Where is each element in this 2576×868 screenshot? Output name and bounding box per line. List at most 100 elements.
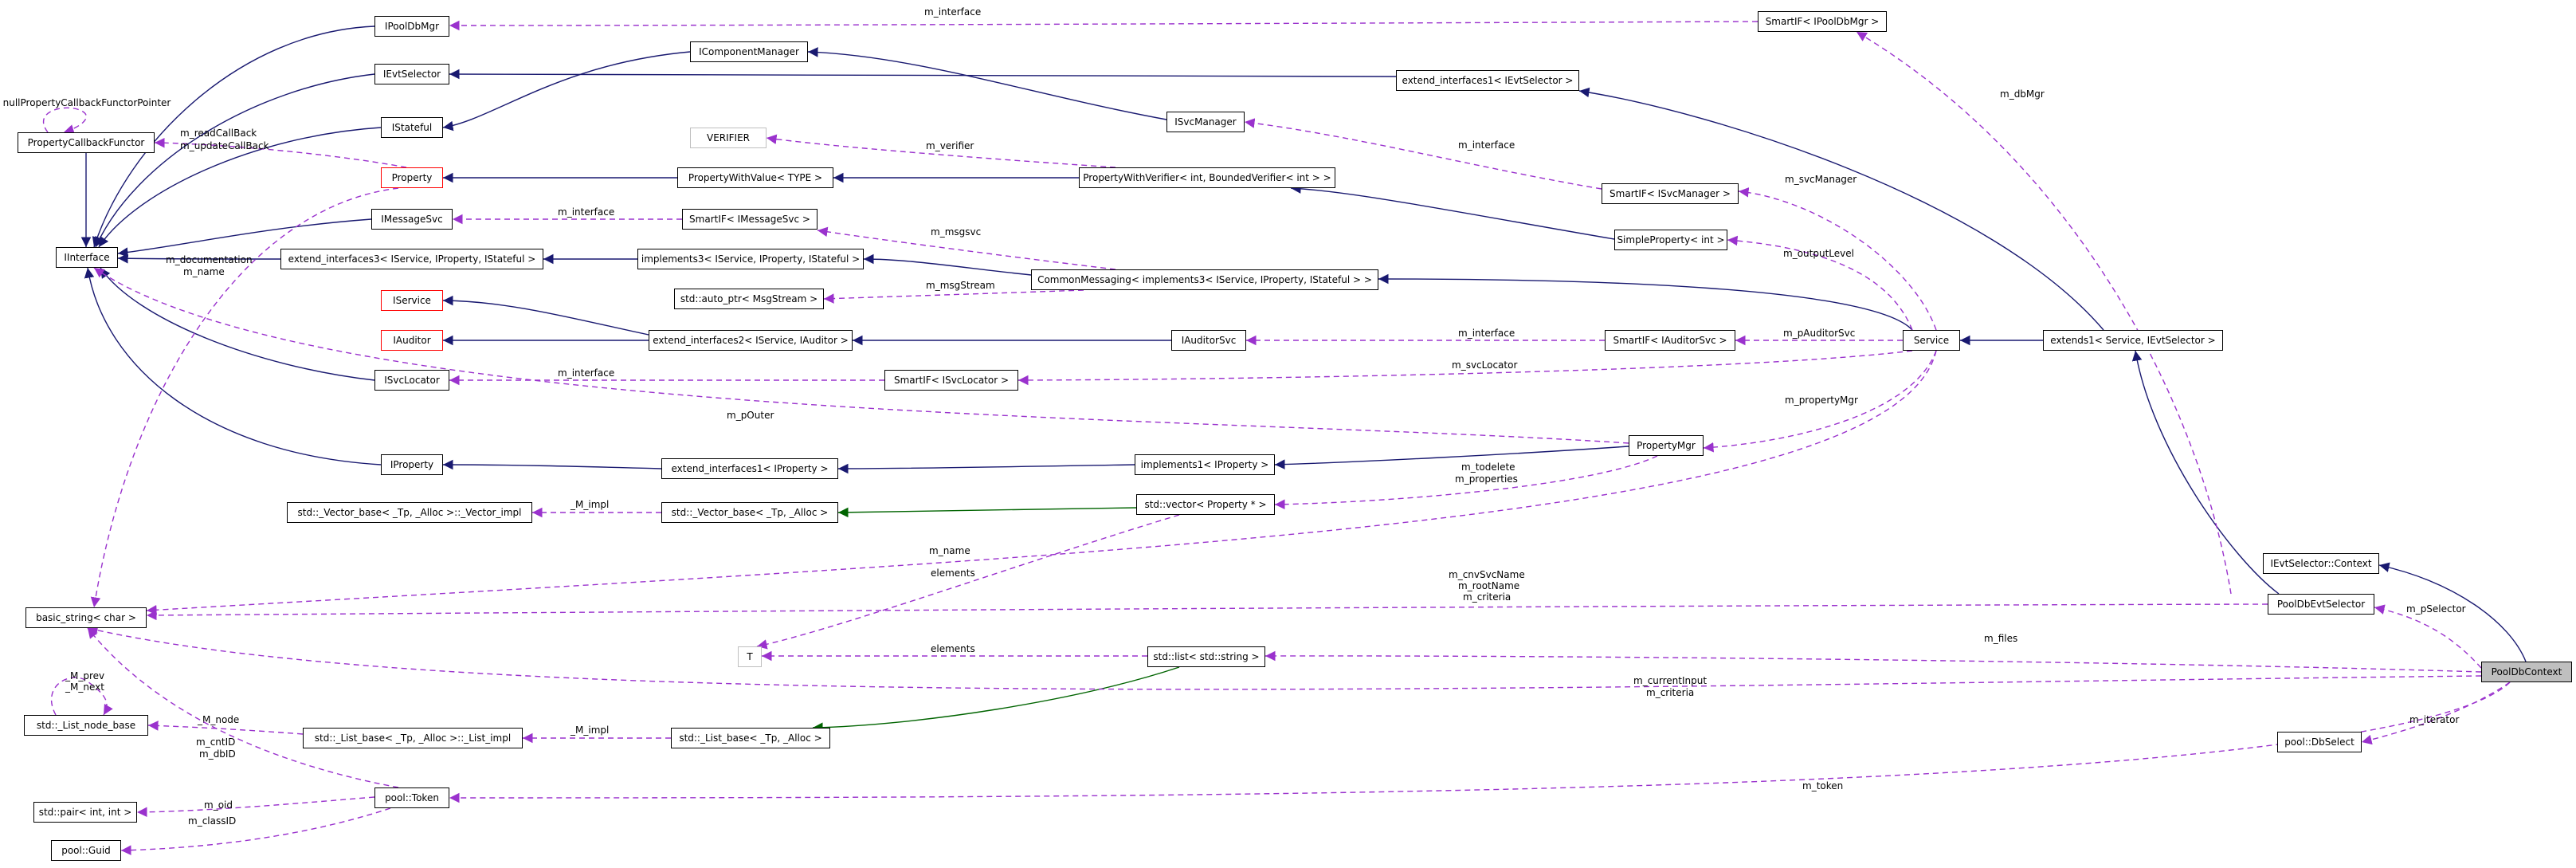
edge-label-m-propertymgr: m_propertyMgr xyxy=(1785,395,1858,406)
node-ievtselector-context[interactable]: IEvtSelector::Context xyxy=(2263,553,2379,574)
node-t[interactable]: T xyxy=(738,646,762,667)
node-list-base[interactable]: std::_List_base< _Tp, _Alloc > xyxy=(671,728,830,748)
node-service[interactable]: Service xyxy=(1903,330,1960,351)
node-propertywithverifier[interactable]: PropertyWithVerifier< int, BoundedVerifi… xyxy=(1079,167,1335,188)
node-extend-interfaces1-iproperty[interactable]: extend_interfaces1< IProperty > xyxy=(661,458,838,479)
edge-label-m-interface-poolmgr: m_interface xyxy=(924,6,981,18)
node-iauditorsvc[interactable]: IAuditorSvc xyxy=(1171,330,1246,351)
edge-label-m-pselector: m_pSelector xyxy=(2406,603,2466,615)
edge-pooldbevtselector-to-extends1 xyxy=(2131,350,2280,595)
edge-label-m-interface-svcmgr: m_interface xyxy=(1458,139,1515,151)
edge-label-m-criteria-sel: m_criteria xyxy=(1463,591,1511,603)
edge-use-pouter xyxy=(93,267,1629,444)
node-list-node-base[interactable]: std::_List_node_base xyxy=(24,715,148,736)
edge-use-propertymgr xyxy=(1703,350,1937,453)
edge-label-m-name-property: m_name xyxy=(183,266,225,277)
node-smartif-isvclocator[interactable]: SmartIF< ISvcLocator > xyxy=(884,370,1018,391)
edge-use-cnvsvc-root-criteria xyxy=(146,603,2268,621)
node-pool-guid[interactable]: pool::Guid xyxy=(51,840,121,861)
node-property[interactable]: Property xyxy=(381,167,443,188)
edge-use-msgsvc xyxy=(817,226,1116,270)
node-verifier[interactable]: VERIFIER xyxy=(690,128,767,148)
node-extends1[interactable]: extends1< Service, IEvtSelector > xyxy=(2043,330,2223,351)
node-implements1-iproperty[interactable]: implements1< IProperty > xyxy=(1135,454,1275,475)
node-smartif-iauditorsvc[interactable]: SmartIF< IAuditorSvc > xyxy=(1605,330,1735,351)
edge-std-vector-to-vector-base xyxy=(837,507,1137,518)
edge-simpleproperty-to-propertywithverifier xyxy=(1290,183,1615,240)
node-auto-ptr-msgstream[interactable]: std::auto_ptr< MsgStream > xyxy=(674,289,824,309)
node-ievtselector[interactable]: IEvtSelector xyxy=(374,64,449,84)
node-pooldbcontext[interactable]: PoolDbContext xyxy=(2481,662,2572,682)
edge-label-m-interface-msgsvc: m_interface xyxy=(558,206,614,218)
node-std-list-string[interactable]: std::list< std::string > xyxy=(1147,646,1265,667)
node-extend-interfaces2[interactable]: extend_interfaces2< IService, IAuditor > xyxy=(649,330,853,351)
node-propertymgr[interactable]: PropertyMgr xyxy=(1629,435,1704,456)
edge-label-m-documentation: m_documentation xyxy=(166,254,253,265)
edge-extend-interfaces1-to-iproperty xyxy=(442,459,662,470)
edge-label-m-msgstream: m_msgStream xyxy=(926,280,995,291)
edge-label-m-svcmanager: m_svcManager xyxy=(1785,174,1857,185)
edge-ipooldbmgr-to-iinterface xyxy=(92,26,375,248)
node-implements3[interactable]: implements3< IService, IProperty, IState… xyxy=(637,249,864,269)
edge-label-m-prev: _M_prev xyxy=(65,670,104,681)
node-vector-base[interactable]: std::_Vector_base< _Tp, _Alloc > xyxy=(661,502,838,523)
edge-pooldbcontext-to-ievtselector-context xyxy=(2378,562,2527,662)
edge-extend-interfaces2-to-iservice xyxy=(442,295,649,336)
edge-label-m-cnvsvcname: m_cnvSvcName xyxy=(1449,569,1525,580)
node-istateful[interactable]: IStateful xyxy=(381,117,443,138)
edge-use-iterator xyxy=(2361,681,2511,745)
edge-icomponentmanager-to-istateful xyxy=(442,51,691,132)
edge-use-callbacks xyxy=(154,137,407,168)
node-iauditor[interactable]: IAuditor xyxy=(381,330,443,351)
node-std-vector-property[interactable]: std::vector< Property * > xyxy=(1136,494,1275,515)
node-pool-token[interactable]: pool::Token xyxy=(374,787,449,808)
node-vector-impl[interactable]: std::_Vector_base< _Tp, _Alloc >::_Vecto… xyxy=(287,502,532,523)
edge-ievtselector-to-iinterface xyxy=(95,73,375,248)
node-iinterface[interactable]: IInterface xyxy=(56,247,118,268)
node-isvclocator[interactable]: ISvcLocator xyxy=(374,370,449,391)
node-pooldbevtselector[interactable]: PoolDbEvtSelector xyxy=(2268,594,2374,615)
node-pool-dbselect[interactable]: pool::DbSelect xyxy=(2277,732,2362,752)
node-basic-string[interactable]: basic_string< char > xyxy=(25,607,147,628)
node-isvcmanager[interactable]: ISvcManager xyxy=(1166,112,1245,132)
edge-label-m-files: m_files xyxy=(1984,633,2017,644)
edge-iproperty-to-iinterface xyxy=(84,267,382,465)
node-extend-interfaces1-ievtselector[interactable]: extend_interfaces1< IEvtSelector > xyxy=(1396,70,1579,91)
edge-use-smartif-ipooldbmgr xyxy=(449,20,1759,31)
node-smartif-isvcmanager[interactable]: SmartIF< ISvcManager > xyxy=(1602,183,1739,204)
edge-isvcmanager-to-icomponentmanager xyxy=(807,47,1167,120)
node-propertywithvalue[interactable]: PropertyWithValue< TYPE > xyxy=(677,167,833,188)
node-commonmessaging[interactable]: CommonMessaging< implements3< IService, … xyxy=(1031,269,1378,290)
node-extend-interfaces3[interactable]: extend_interfaces3< IService, IProperty,… xyxy=(280,249,543,269)
node-ipooldbmgr[interactable]: IPoolDbMgr xyxy=(374,16,449,37)
node-icomponentmanager[interactable]: IComponentManager xyxy=(690,41,808,62)
edge-istateful-to-iinterface xyxy=(98,127,382,248)
edge-label-elements-list: elements xyxy=(931,643,975,654)
node-nullpropertycallbackfunctorpointer: nullPropertyCallbackFunctorPointer xyxy=(2,97,171,108)
node-imessagesvc[interactable]: IMessageSvc xyxy=(371,209,453,230)
edge-label-m-msgsvc: m_msgsvc xyxy=(931,226,981,238)
edge-label-m-impl-vec: _M_impl xyxy=(570,499,609,510)
node-propertycallbackfunctor[interactable]: PropertyCallbackFunctor xyxy=(18,132,155,153)
node-std-pair[interactable]: std::pair< int, int > xyxy=(33,802,137,823)
edge-label-m-todelete: m_todelete xyxy=(1461,461,1515,473)
edge-label-m-cntid: m_cntID xyxy=(196,736,235,748)
edge-use-currentinput-criteria xyxy=(87,625,2482,690)
edge-label-elements-vec: elements xyxy=(931,568,975,579)
edge-use-classid xyxy=(120,807,391,855)
node-smartif-imessagesvc[interactable]: SmartIF< IMessageSvc > xyxy=(682,209,817,230)
node-list-impl[interactable]: std::_List_base< _Tp, _Alloc >::_List_im… xyxy=(303,728,523,748)
edge-use-msgstream xyxy=(823,289,1084,304)
node-iservice[interactable]: IService xyxy=(381,290,443,311)
edge-extend-interfaces3-to-iinterface xyxy=(117,253,281,264)
edge-label-m-impl-list: _M_impl xyxy=(570,725,609,736)
node-smartif-ipooldbmgr[interactable]: SmartIF< IPoolDbMgr > xyxy=(1758,11,1887,32)
edge-implements1-to-extend-interfaces1 xyxy=(837,463,1135,474)
edge-label-m-properties: m_properties xyxy=(1455,473,1518,485)
node-iproperty[interactable]: IProperty xyxy=(381,454,443,475)
node-simpleproperty[interactable]: SimpleProperty< int > xyxy=(1614,230,1727,250)
edge-use-name-service xyxy=(146,350,1937,615)
edge-label-m-readcallback: m_readCallBack xyxy=(180,128,257,139)
